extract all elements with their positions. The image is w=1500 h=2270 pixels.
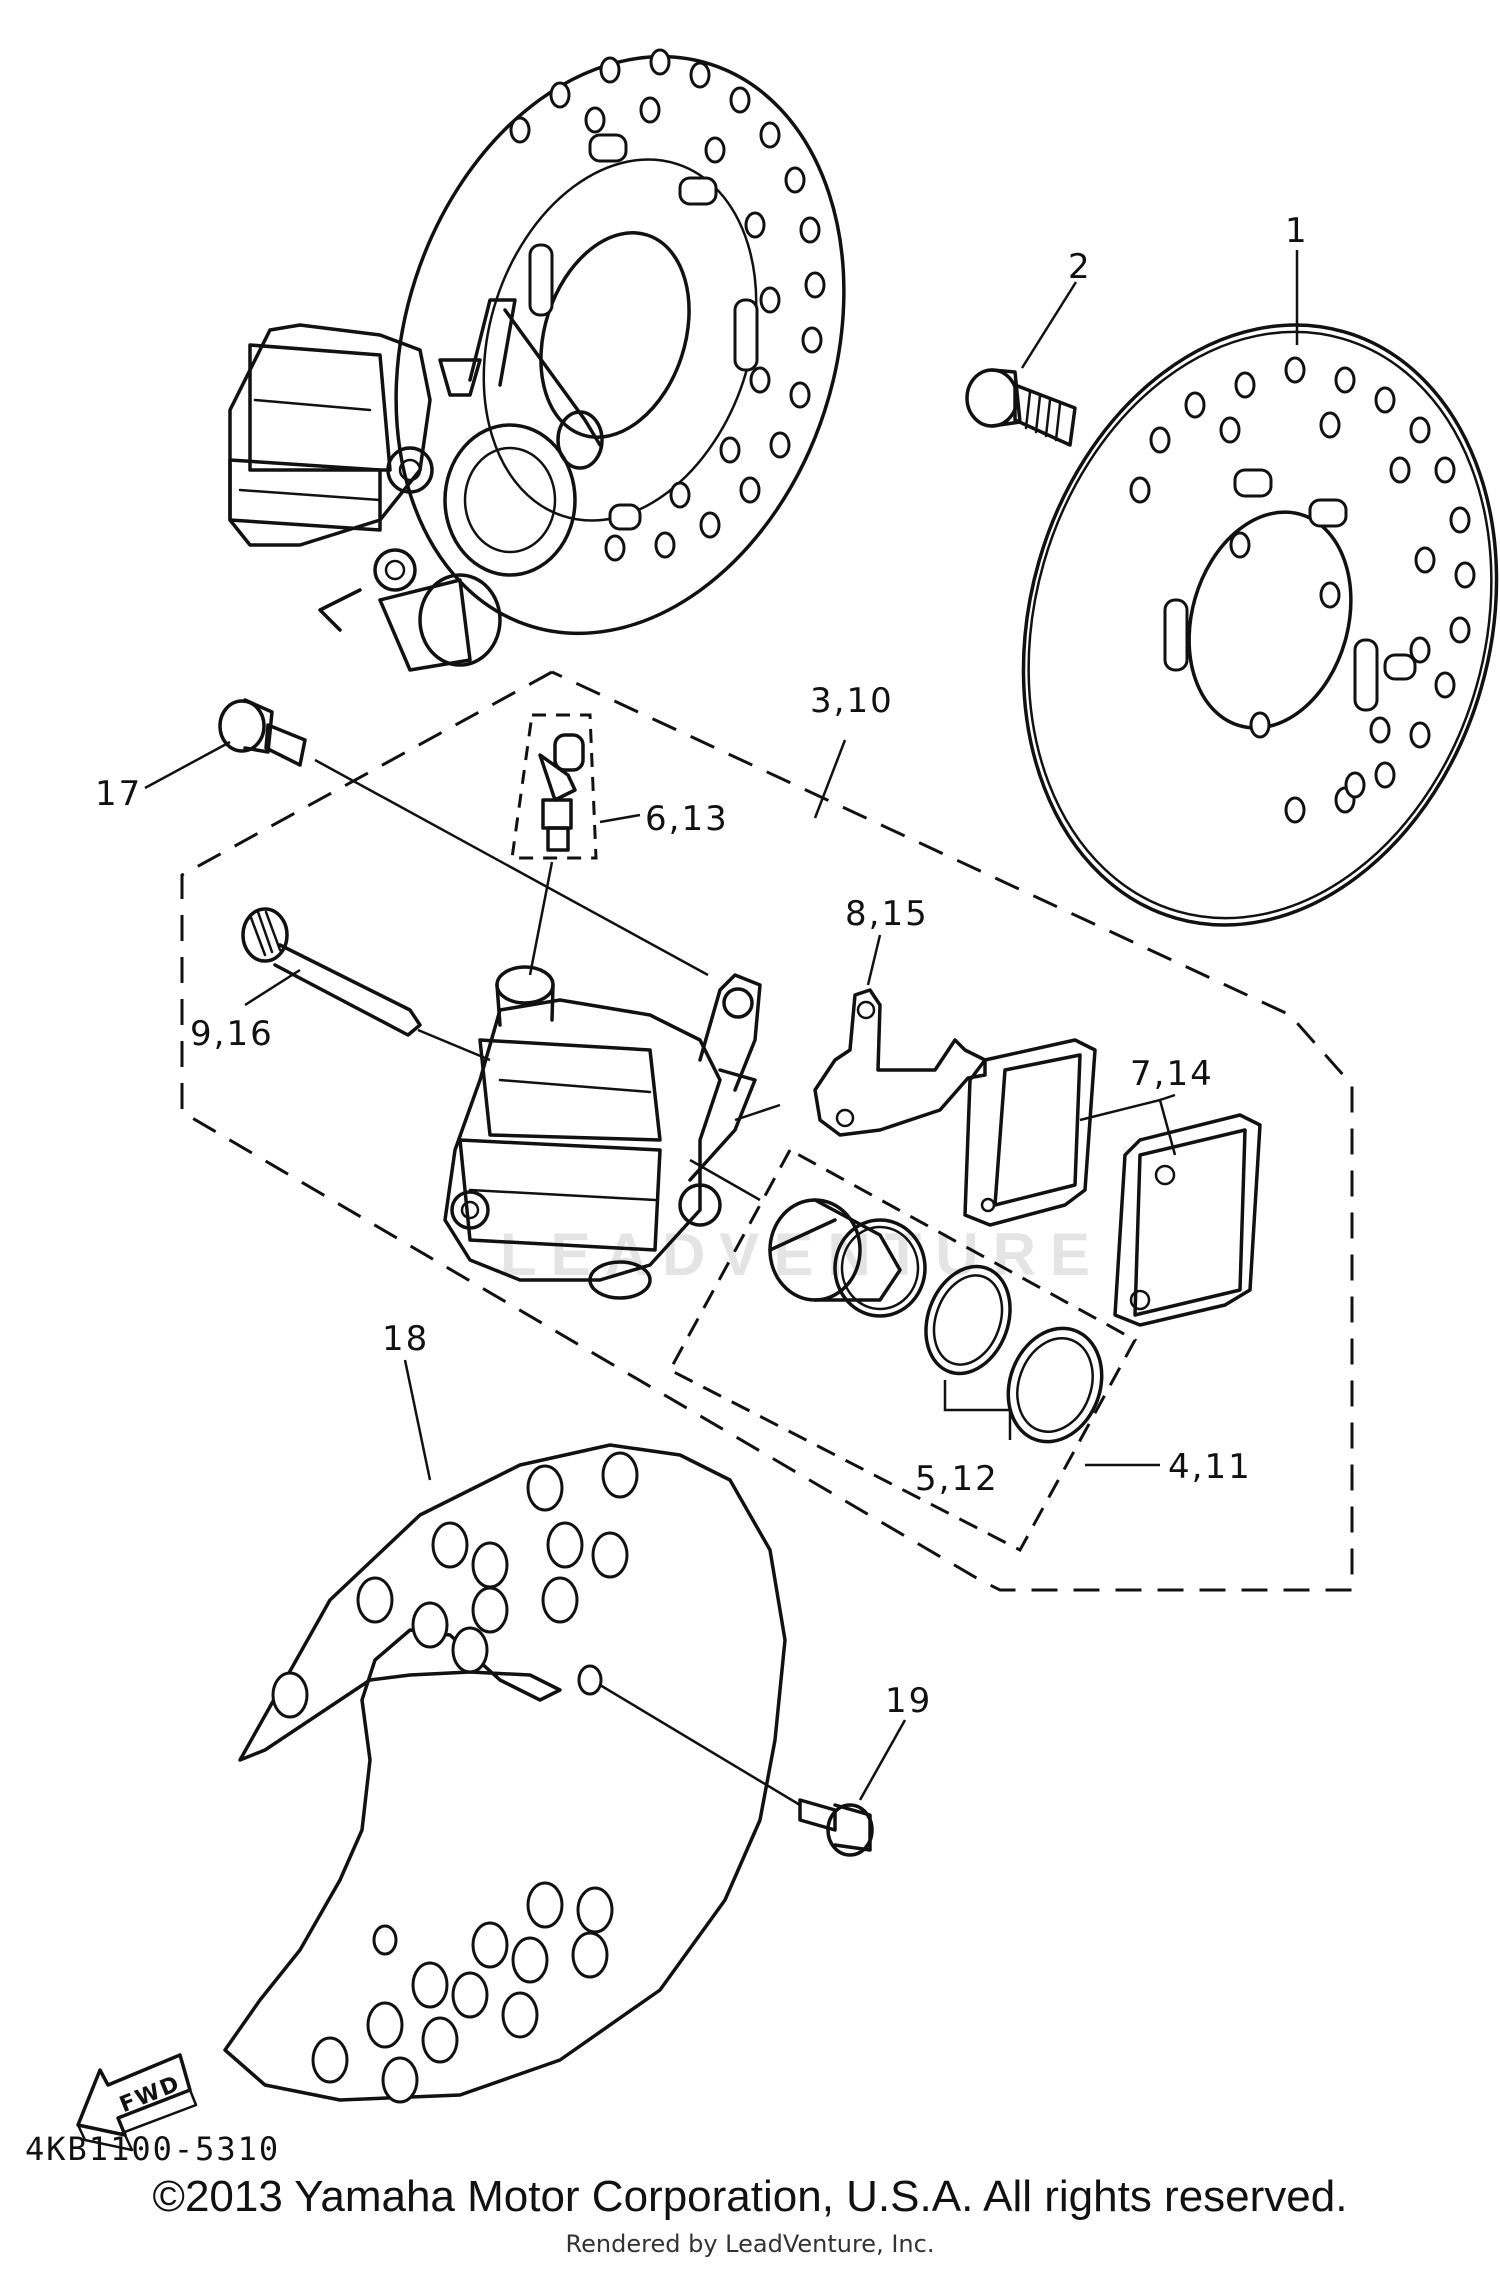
part-18-disc-guard: 18: [223, 1319, 801, 2104]
assembled-brake-disc: [394, 48, 846, 636]
part-9-16-guide-pin: 9,16: [190, 907, 491, 1062]
diagram-code: 4KB1100-5310: [25, 2130, 280, 2168]
callout-1: 1: [1285, 211, 1309, 251]
callout-7-14: 7,14: [1130, 1054, 1214, 1094]
rendered-by-credit: Rendered by LeadVenture, Inc.: [565, 2230, 935, 2258]
callout-18: 18: [382, 1319, 429, 1359]
copyright-notice: ©2013 Yamaha Motor Corporation, U.S.A. A…: [152, 2172, 1348, 2221]
part-2-disc-bolt: 2: [965, 247, 1092, 447]
piston-group-boundary: [667, 1147, 1138, 1553]
assembled-disc-holes: [509, 48, 826, 562]
part-piston: [768, 1198, 927, 1318]
assembled-brake-caliper: [228, 298, 604, 672]
part-19-guard-bolt: 19: [798, 1681, 932, 1857]
part-5-12-piston-seals: 5,12: [915, 1264, 1104, 1499]
part-1-disc-holes: [1129, 356, 1476, 824]
watermark: LEADVENTURE: [500, 1221, 1104, 1288]
part-8-15-pad-support: 8,15: [813, 894, 987, 1137]
callout-3-10: 3,10: [810, 681, 894, 721]
caliper-body: [443, 965, 781, 1300]
part-17-caliper-bolt: 17: [95, 698, 709, 977]
callout-4-11: 4,11: [1168, 1447, 1252, 1487]
part-6-13-bleed-screw: 6,13: [510, 713, 729, 976]
callout-2: 2: [1068, 247, 1092, 287]
callout-5-12: 5,12: [915, 1459, 999, 1499]
part-1-brake-disc: 1: [1021, 211, 1499, 927]
part-18-guard-holes: [271, 1451, 639, 2104]
callout-19: 19: [885, 1681, 932, 1721]
callout-17: 17: [95, 774, 142, 814]
callout-9-16: 9,16: [190, 1014, 274, 1054]
caliper-assembly-boundary: [180, 670, 1354, 1592]
callout-6-13: 6,13: [645, 799, 729, 839]
leader-3-10: [813, 739, 847, 819]
part-7-14-brake-pads: 7,14: [963, 1038, 1262, 1327]
callout-8-15: 8,15: [845, 894, 929, 934]
